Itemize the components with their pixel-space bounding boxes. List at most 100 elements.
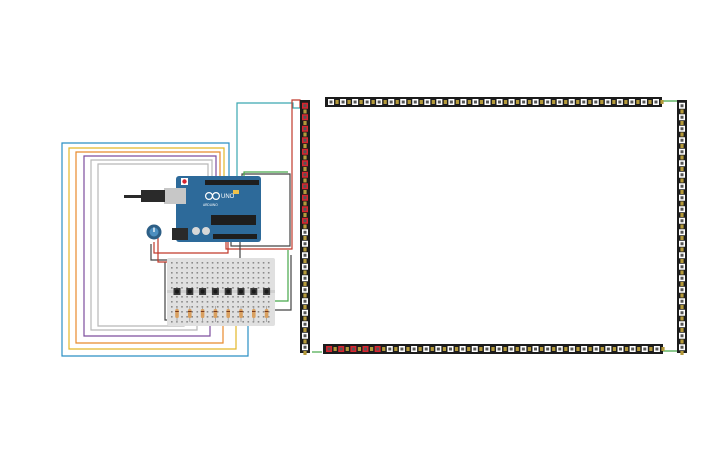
breadboard-hole [232, 277, 234, 279]
push-button[interactable] [173, 288, 181, 295]
breadboard-hole [262, 262, 265, 264]
push-button[interactable] [199, 288, 207, 295]
led-pad [624, 100, 628, 104]
push-button[interactable] [237, 288, 245, 295]
breadboard-hole [171, 296, 173, 298]
led-die [401, 100, 405, 104]
breadboard-hole [267, 296, 270, 298]
led-die [680, 184, 684, 188]
breadboard-hole [242, 272, 244, 274]
breadboard-hole [222, 296, 224, 298]
breadboard-hole [186, 311, 188, 313]
capacitor-1 [192, 227, 200, 235]
led-die [400, 347, 404, 351]
potentiometer[interactable] [146, 224, 162, 240]
breadboard-hole [191, 267, 193, 269]
led-pad [680, 282, 684, 286]
breadboard-hole [171, 267, 173, 269]
led-pad [540, 100, 544, 104]
led-die [680, 311, 684, 315]
breadboard-hole [216, 262, 219, 264]
breadboard-hole [222, 301, 224, 303]
breadboard-hole [176, 287, 178, 289]
led-die [303, 150, 307, 154]
breadboard-hole [211, 306, 214, 308]
breadboard-hole [222, 272, 224, 274]
led-die [303, 253, 307, 257]
breadboard-hole [252, 262, 255, 264]
breadboard-hole [232, 306, 234, 308]
led-die [680, 334, 684, 338]
breadboard-hole [211, 267, 214, 269]
led-die [618, 100, 622, 104]
breadboard-hole [201, 301, 204, 303]
led-die [339, 347, 343, 351]
led-die [365, 100, 369, 104]
breadboard-hole [176, 277, 178, 279]
digital-header [205, 180, 259, 185]
led-pad [333, 347, 337, 351]
push-button-cap [226, 289, 231, 294]
breadboard-hole [257, 267, 260, 269]
push-button[interactable] [186, 288, 194, 295]
breadboard-hole [186, 296, 188, 298]
resistor-band [252, 311, 256, 312]
breadboard-hole [211, 277, 214, 279]
push-button[interactable] [211, 288, 219, 295]
push-button-cap [251, 289, 256, 294]
breadboard-hole [196, 306, 199, 308]
led-die [630, 100, 634, 104]
led-die [449, 347, 452, 351]
breadboard-hole [191, 277, 193, 279]
led-die [303, 184, 307, 188]
breadboard-hole [242, 282, 244, 284]
led-pad [680, 178, 684, 183]
push-button[interactable] [250, 288, 258, 295]
breadboard-hole [232, 321, 234, 323]
wire-yellow-loop [68, 147, 237, 350]
led-die [303, 173, 307, 177]
breadboard-hole [267, 282, 270, 284]
breadboard-hole [181, 277, 183, 279]
breadboard-hole [227, 296, 229, 298]
breadboard-hole [186, 282, 188, 284]
led-die [303, 115, 307, 119]
led-pad [636, 100, 640, 104]
led-die [376, 347, 380, 351]
breadboard-hole [191, 311, 193, 313]
led-die [680, 276, 684, 280]
breadboard-hole [247, 311, 250, 313]
led-die [303, 334, 307, 338]
breadboard-hole [206, 262, 209, 264]
breadboard-hole [267, 311, 270, 313]
breadboard-hole [237, 316, 239, 318]
led-die [655, 347, 659, 351]
breadboard-hole [186, 316, 188, 318]
breadboard-hole [201, 262, 204, 264]
led-die [497, 347, 501, 351]
led-die [642, 100, 646, 104]
breadboard-hole [181, 316, 183, 318]
breadboard-hole [267, 316, 270, 318]
breadboard-hole [237, 272, 239, 274]
breadboard-hole [186, 287, 188, 289]
breadboard-hole [252, 301, 255, 303]
breadboard-hole [176, 267, 178, 269]
breadboard-hole [257, 296, 260, 298]
wire-red-rail [157, 230, 170, 263]
breadboard-hole [216, 321, 219, 323]
push-button[interactable] [224, 288, 232, 295]
push-button[interactable] [263, 288, 271, 295]
resistor [226, 309, 230, 318]
breadboard-hole [257, 311, 260, 313]
board-label: UNO [221, 194, 235, 200]
led-pad [515, 347, 519, 351]
breadboard-hole [191, 301, 193, 303]
led-die [389, 100, 393, 104]
breadboard-hole [237, 267, 239, 269]
breadboard-hole [171, 321, 173, 323]
led-pad [680, 351, 684, 355]
resistor-band [213, 311, 218, 312]
led-pad [680, 109, 684, 114]
breadboard-hole [232, 296, 234, 298]
